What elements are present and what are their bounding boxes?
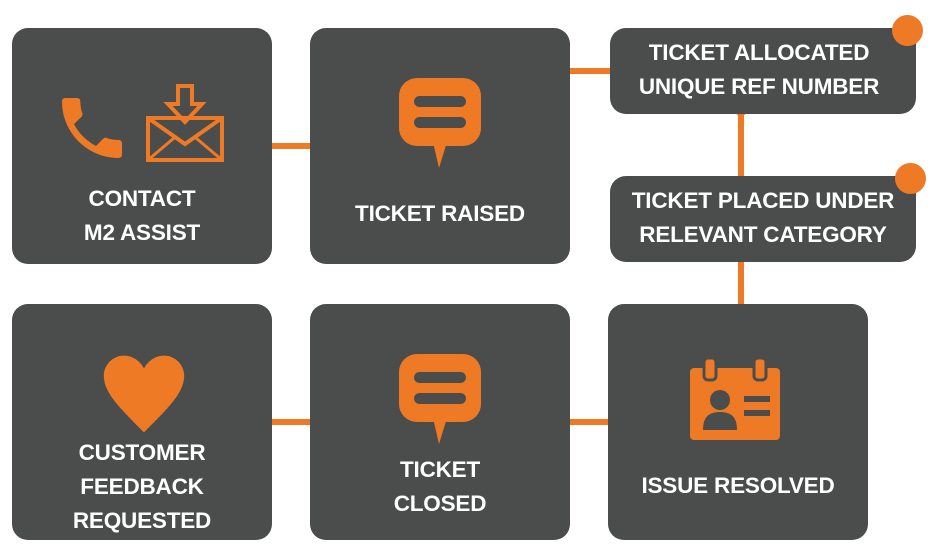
step-contact: CONTACT M2 ASSIST bbox=[12, 28, 272, 264]
step-label: TICKET CLOSED bbox=[310, 453, 570, 521]
step-label-line: UNIQUE REF NUMBER bbox=[638, 73, 880, 99]
chat-bubble-icon bbox=[399, 78, 481, 172]
step-ticket-closed: TICKET CLOSED bbox=[310, 304, 570, 540]
heart-icon bbox=[100, 352, 188, 436]
step-label-line: TICKET ALLOCATED bbox=[648, 40, 870, 65]
step-label-line: CLOSED bbox=[393, 490, 487, 516]
step-label-line: CONTACT bbox=[88, 186, 196, 211]
status-dot bbox=[895, 163, 926, 194]
step-label-line: ISSUE RESOLVED bbox=[641, 473, 835, 498]
step-ticket-allocated: TICKET ALLOCATED UNIQUE REF NUMBER bbox=[610, 28, 916, 114]
step-label-line: TICKET RAISED bbox=[355, 201, 525, 226]
step-label: TICKET ALLOCATED UNIQUE REF NUMBER bbox=[602, 36, 916, 104]
step-label: CUSTOMER FEEDBACK REQUESTED bbox=[12, 436, 272, 537]
step-label: ISSUE RESOLVED bbox=[608, 469, 868, 503]
step-label-line: FEEDBACK bbox=[80, 473, 204, 499]
step-label-line: RELEVANT CATEGORY bbox=[639, 221, 887, 247]
chat-bubble-icon bbox=[399, 354, 481, 448]
step-label-line: TICKET bbox=[399, 457, 481, 482]
step-label-line: M2 ASSIST bbox=[83, 219, 201, 245]
step-label: CONTACT M2 ASSIST bbox=[12, 182, 272, 250]
step-ticket-raised: TICKET RAISED bbox=[310, 28, 570, 264]
step-label-line: CUSTOMER bbox=[78, 440, 206, 465]
step-issue-resolved: ISSUE RESOLVED bbox=[608, 304, 868, 540]
step-label-line: TICKET PLACED UNDER bbox=[631, 188, 895, 213]
step-label-line: REQUESTED bbox=[72, 507, 212, 533]
step-customer-feedback: CUSTOMER FEEDBACK REQUESTED bbox=[12, 304, 272, 540]
step-ticket-placed: TICKET PLACED UNDER RELEVANT CATEGORY bbox=[610, 176, 916, 262]
step-label: TICKET RAISED bbox=[310, 197, 570, 231]
step-label: TICKET PLACED UNDER RELEVANT CATEGORY bbox=[610, 184, 916, 252]
email-download-icon bbox=[144, 84, 228, 164]
id-card-icon bbox=[688, 356, 782, 442]
phone-icon bbox=[52, 88, 132, 168]
status-dot bbox=[892, 15, 923, 46]
